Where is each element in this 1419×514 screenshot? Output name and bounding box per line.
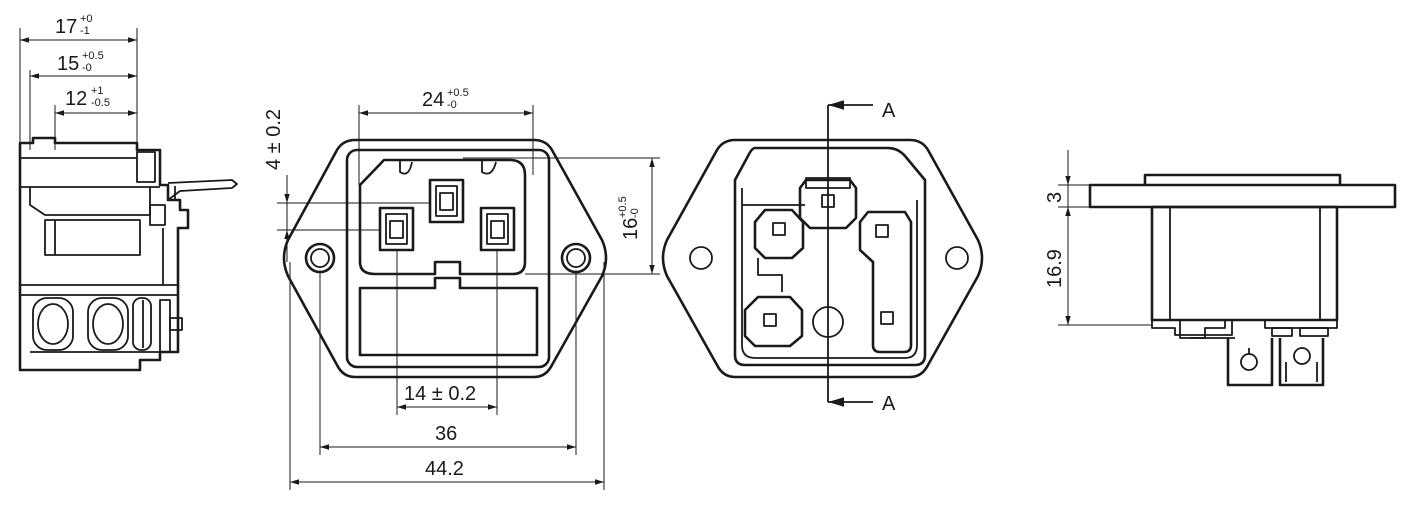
dim-4: 4 ± 0.2 <box>263 109 285 170</box>
dim-36: 36 <box>435 423 457 445</box>
fuse-capsules <box>32 297 152 351</box>
dim-16-tol-plus: +0.5 <box>617 196 629 218</box>
dim-16-tol-minus: -0 <box>629 208 641 218</box>
side-view: 17 +0 -1 15 +0.5 -0 12 +1 -0.5 <box>18 13 238 372</box>
front-view: 24 +0.5 -0 4 ± 0.2 16 +0.5 -0 14 ± 0.2 3… <box>263 87 660 490</box>
dim-16-9: 16.9 <box>1044 249 1066 288</box>
dim-17-tol-minus: -1 <box>80 25 90 37</box>
section-label-top: A <box>882 100 896 122</box>
dim-44-2: 44.2 <box>425 458 464 480</box>
dim-16-base: 16 <box>620 218 642 240</box>
dim-17-base: 17 <box>55 16 77 38</box>
dim-15-tol-minus: -0 <box>82 62 92 74</box>
profile-view: 3 16.9 <box>1044 150 1397 387</box>
section-label-bottom: A <box>882 393 896 415</box>
dim-12-base: 12 <box>65 88 87 110</box>
dim-15-tol-plus: +0.5 <box>82 50 104 62</box>
dim-12-tol-minus: -0.5 <box>91 97 110 109</box>
dim-14: 14 ± 0.2 <box>404 383 476 405</box>
dim-17-tol-plus: +0 <box>80 13 93 25</box>
dim-12-tol-plus: +1 <box>91 85 104 97</box>
dim-24-tol-plus: +0.5 <box>447 87 469 99</box>
dim-24-tol-minus: -0 <box>447 99 457 111</box>
dim-24-base: 24 <box>422 89 444 111</box>
dim-3: 3 <box>1044 192 1066 203</box>
dim-15-base: 15 <box>57 53 79 75</box>
rear-view: A A <box>661 100 984 415</box>
